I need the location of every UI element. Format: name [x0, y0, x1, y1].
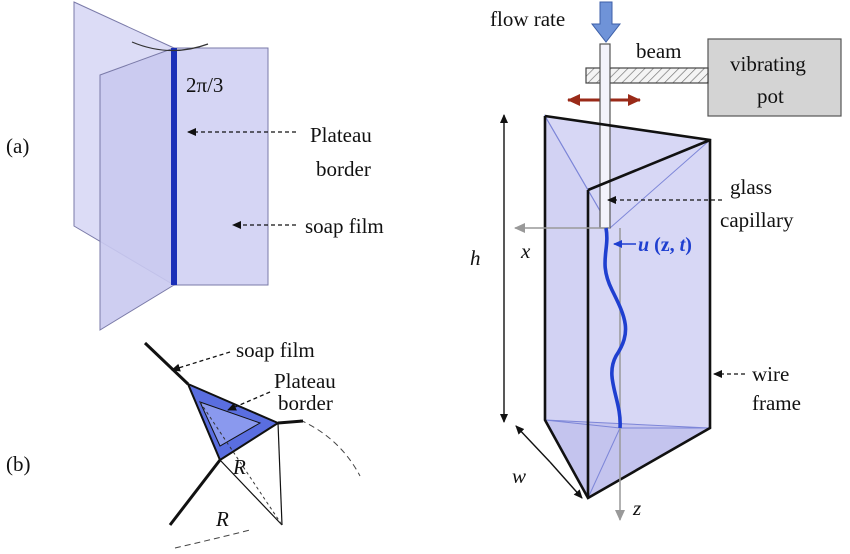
vibrating-pot: [707, 38, 842, 117]
u-close: ): [685, 234, 692, 256]
plateau-b-label-line1: Plateau: [274, 369, 336, 393]
soap-film-label: soap film: [305, 214, 384, 238]
pot-label-line2: pot: [757, 84, 784, 108]
wire-label-line1: wire: [752, 362, 789, 386]
capillary-label-line2: capillary: [720, 208, 794, 232]
film-right: [277, 419, 304, 425]
inner-line-bot-1: [544, 419, 621, 429]
flow-rate-label: flow rate: [490, 7, 565, 31]
plateau-b-pointer: [227, 391, 271, 411]
w-dimension-b: [549, 461, 583, 499]
film-upper-left: [143, 341, 190, 386]
h-label: h: [470, 246, 481, 270]
film-lower-left: [168, 459, 222, 526]
apparatus: flow rate vibrating pot beam x: [470, 1, 842, 521]
angle-arc: [131, 41, 209, 52]
inner-line-bot-3: [587, 427, 621, 499]
plateau-label-line2: border: [316, 157, 371, 181]
radius-line-3: [199, 401, 283, 526]
wire-frame-front-top: [587, 138, 711, 192]
radius-label-2: R: [215, 507, 229, 531]
soap-film-b-pointer: [171, 351, 231, 372]
plateau-b-label-line2: border: [278, 391, 333, 415]
z-label: z: [632, 496, 641, 520]
inner-line-top-2: [609, 139, 711, 229]
pot-label-line1: vibrating: [730, 52, 806, 76]
panel-b: R R (b) soap film Plateau border: [6, 338, 361, 549]
u-args: (z,: [649, 234, 680, 256]
dashed-arc-top: [299, 419, 361, 477]
thread-curve: [603, 227, 628, 429]
wire-frame-edges: [543, 114, 712, 500]
plateau-border-inner: [199, 401, 262, 447]
panel-b-tag: (b): [6, 452, 31, 476]
u-symbol: u: [638, 234, 649, 256]
capillary-label-line1: glass: [730, 175, 772, 199]
plateau-label-line1: Plateau: [310, 123, 372, 147]
beam: [585, 67, 709, 84]
flow-rate-arrow: [590, 1, 622, 43]
w-label: w: [512, 464, 526, 488]
radius-line-1: [277, 422, 283, 526]
angle-label: 2π/3: [186, 73, 223, 97]
displacement-label: u (z, t): [638, 234, 692, 256]
dashed-arc-bottom: [174, 529, 251, 549]
w-dimension-a: [515, 425, 551, 463]
soap-film-b-label: soap film: [236, 338, 315, 362]
soap-film-front: [99, 47, 175, 331]
frame-bottom-face: [544, 419, 712, 499]
x-label: x: [520, 239, 531, 263]
wire-label-line2: frame: [752, 391, 801, 415]
panel-a: 2π/3 (a) Plateau border soap film: [6, 1, 384, 331]
radius-label-1: R: [232, 455, 246, 479]
radius-line-2: [219, 459, 283, 526]
panel-a-tag: (a): [6, 134, 29, 158]
u-time: t: [680, 234, 687, 256]
beam-label: beam: [636, 39, 681, 63]
